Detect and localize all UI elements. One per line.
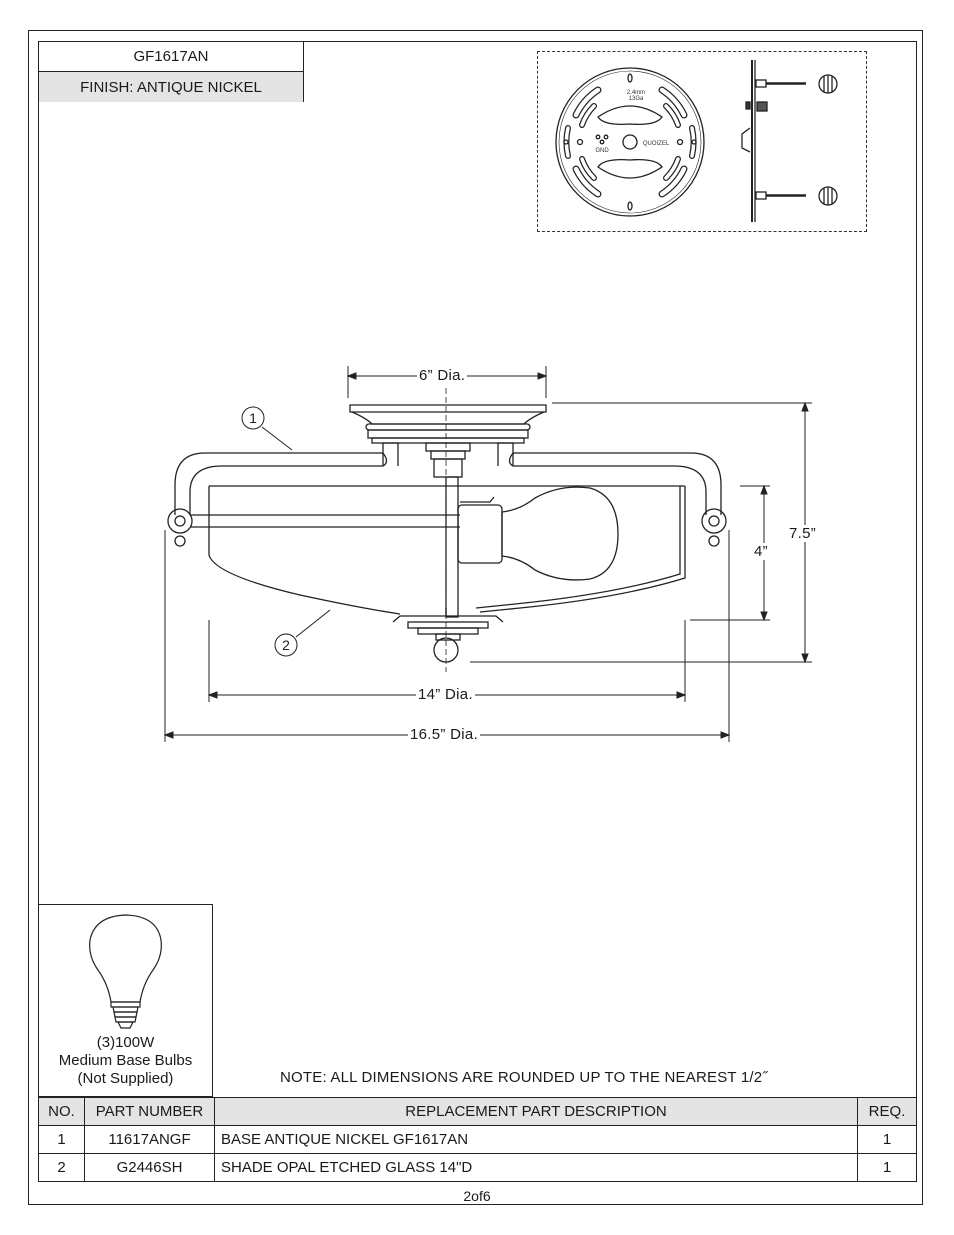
overall-height-label: 7.5” — [787, 525, 819, 542]
page-number: 2of6 — [463, 1188, 491, 1204]
plate-brand-label: QUOIZEL — [643, 141, 670, 147]
header-part-number: PART NUMBER — [84, 1097, 215, 1126]
dimension-note: NOTE: ALL DIMENSIONS ARE ROUNDED UP TO T… — [280, 1069, 768, 1086]
page-outer-frame — [28, 30, 923, 1205]
row-description: BASE ANTIQUE NICKEL GF1617AN — [214, 1125, 858, 1154]
table-row: 2 G2446SH SHADE OPAL ETCHED GLASS 14"D 1 — [38, 1153, 917, 1182]
row-req: 1 — [857, 1153, 917, 1182]
bulb-caption: (3)100W Medium Base Bulbs (Not Supplied) — [39, 1034, 212, 1088]
shade-height-label: 4” — [752, 543, 770, 560]
overall-diameter-label: 16.5” Dia. — [408, 726, 481, 743]
bulb-icon — [89, 914, 162, 1029]
mounting-plate-side — [741, 60, 838, 222]
callout-1-label: 1 — [249, 410, 257, 426]
row-part-number: 11617ANGF — [84, 1125, 215, 1154]
callout-2: 2 — [274, 633, 298, 657]
plate-gnd-label: GND — [595, 148, 609, 154]
header-no: NO. — [38, 1097, 85, 1126]
plate-gauge-label-1: 2.4mm — [627, 90, 645, 96]
row-req: 1 — [857, 1125, 917, 1154]
page-inner-frame — [38, 41, 917, 1182]
parts-table: NO. PART NUMBER REPLACEMENT PART DESCRIP… — [38, 1097, 917, 1182]
mounting-plate-front — [555, 67, 705, 217]
row-no: 1 — [38, 1125, 85, 1154]
callout-1: 1 — [241, 406, 265, 430]
row-no: 2 — [38, 1153, 85, 1182]
bulb-spec-box: (3)100W Medium Base Bulbs (Not Supplied) — [38, 904, 213, 1097]
row-part-number: G2446SH — [84, 1153, 215, 1182]
mounting-plate-detail — [537, 51, 867, 232]
model-number: GF1617AN — [39, 42, 303, 72]
bulb-wattage: (3)100W — [96, 1034, 155, 1051]
shade-diameter-label: 14” Dia. — [416, 686, 475, 703]
header-description: REPLACEMENT PART DESCRIPTION — [214, 1097, 858, 1126]
parts-table-header: NO. PART NUMBER REPLACEMENT PART DESCRIP… — [38, 1097, 917, 1126]
fixture-elevation — [167, 388, 727, 672]
callout-2-label: 2 — [282, 637, 290, 653]
canopy-diameter-label: 6” Dia. — [417, 367, 468, 384]
finish-label: FINISH: ANTIQUE NICKEL — [39, 72, 303, 102]
title-block: GF1617AN FINISH: ANTIQUE NICKEL — [38, 41, 304, 102]
bulb-type: Medium Base Bulbs — [58, 1052, 193, 1069]
row-description: SHADE OPAL ETCHED GLASS 14"D — [214, 1153, 858, 1182]
plate-gauge-label-2: 13Ga — [629, 96, 644, 102]
table-row: 1 11617ANGF BASE ANTIQUE NICKEL GF1617AN… — [38, 1125, 917, 1154]
header-req: REQ. — [857, 1097, 917, 1126]
bulb-supply-note: (Not Supplied) — [77, 1070, 174, 1087]
